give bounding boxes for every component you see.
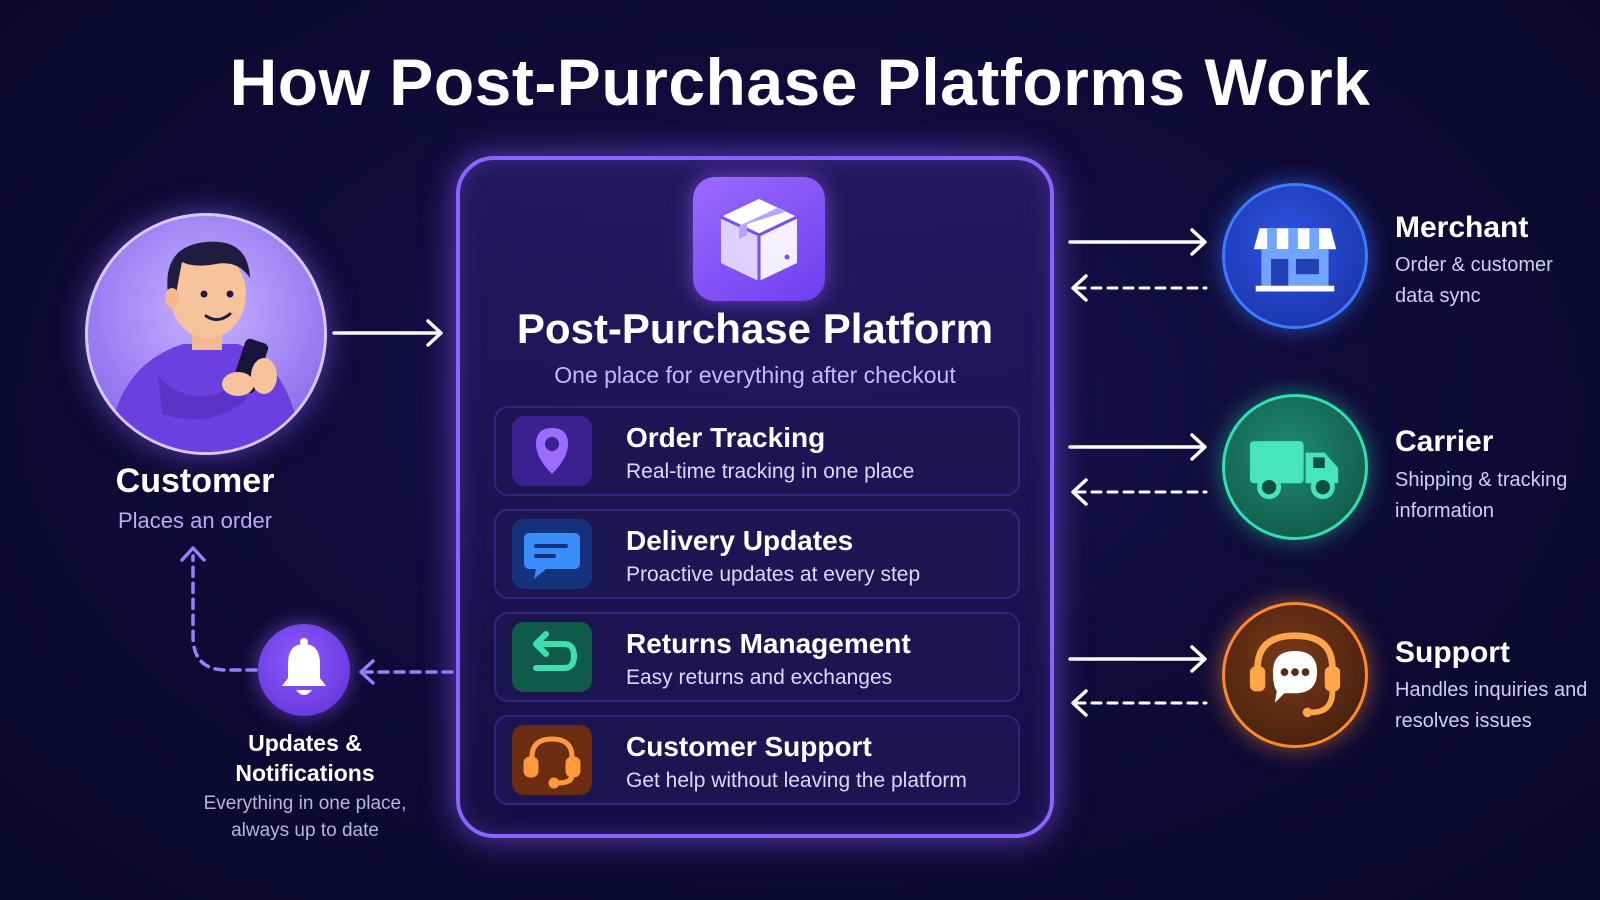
merchant-circle [1222,183,1368,329]
platform-title: Post-Purchase Platform [516,305,994,352]
feature-desc: Easy returns and exchanges [626,666,893,689]
partner-desc-support: Handles inquiries and resolves issues [1395,679,1588,732]
support-circle [1222,602,1368,748]
partner-desc-carrier: Shipping & tracking information [1395,469,1568,522]
feature-title: Delivery Updates [626,525,854,556]
notifications-desc: Everything in one place, always up to da… [203,793,407,841]
partner-name-carrier: Carrier [1395,425,1494,458]
carrier-circle [1222,394,1368,540]
customer-label: Customer [115,462,275,500]
platform-to-support-arrow [1068,645,1207,673]
notifications-label: Updates & Notifications [235,730,375,786]
carrier-return-arrowhead [1071,478,1088,506]
platform-to-carrier-arrow [1068,433,1207,461]
person-with-phone-icon [108,241,302,452]
partner-name-support: Support [1395,636,1510,669]
feature-order-tracking: Order Tracking Real-time tracking in one… [494,406,1020,496]
customer-to-platform-arrow [332,319,443,347]
notifications-to-customer-arrow [191,554,258,672]
headset-chat-icon [1249,632,1341,718]
platform-to-merchant-arrow [1068,228,1207,256]
feature-desc: Proactive updates at every step [626,563,921,586]
partner-desc-merchant: Order & customer data sync [1395,254,1553,307]
page-title: How Post-Purchase Platforms Work [229,45,1371,119]
return-arrow-icon [512,622,592,692]
customer-sublabel: Places an order [117,508,273,533]
chat-bubble-icon [512,519,592,589]
notifications-arrowhead [359,659,375,685]
partner-name-merchant: Merchant [1395,211,1529,244]
support-return-arrowhead [1071,689,1088,717]
feature-desc: Real-time tracking in one place [626,460,915,483]
platform-subtitle: One place for everything after checkout [554,362,956,388]
headset-icon [512,725,592,795]
feature-customer-support: Customer Support Get help without leavin… [494,715,1020,805]
feature-title: Returns Management [626,628,911,659]
map-pin-icon [512,416,592,486]
customer-avatar [85,213,327,455]
feature-title: Order Tracking [626,422,826,453]
feature-returns-management: Returns Management Easy returns and exch… [494,612,1020,702]
feature-title: Customer Support [626,731,872,762]
truck-icon [1249,441,1339,500]
bell-icon [258,624,350,716]
feature-delivery-updates: Delivery Updates Proactive updates at ev… [494,509,1020,599]
package-box-icon [693,177,825,301]
feature-desc: Get help without leaving the platform [626,769,967,792]
customer-arrowhead [180,546,206,562]
storefront-icon [1253,228,1337,292]
merchant-return-arrowhead [1071,274,1088,302]
